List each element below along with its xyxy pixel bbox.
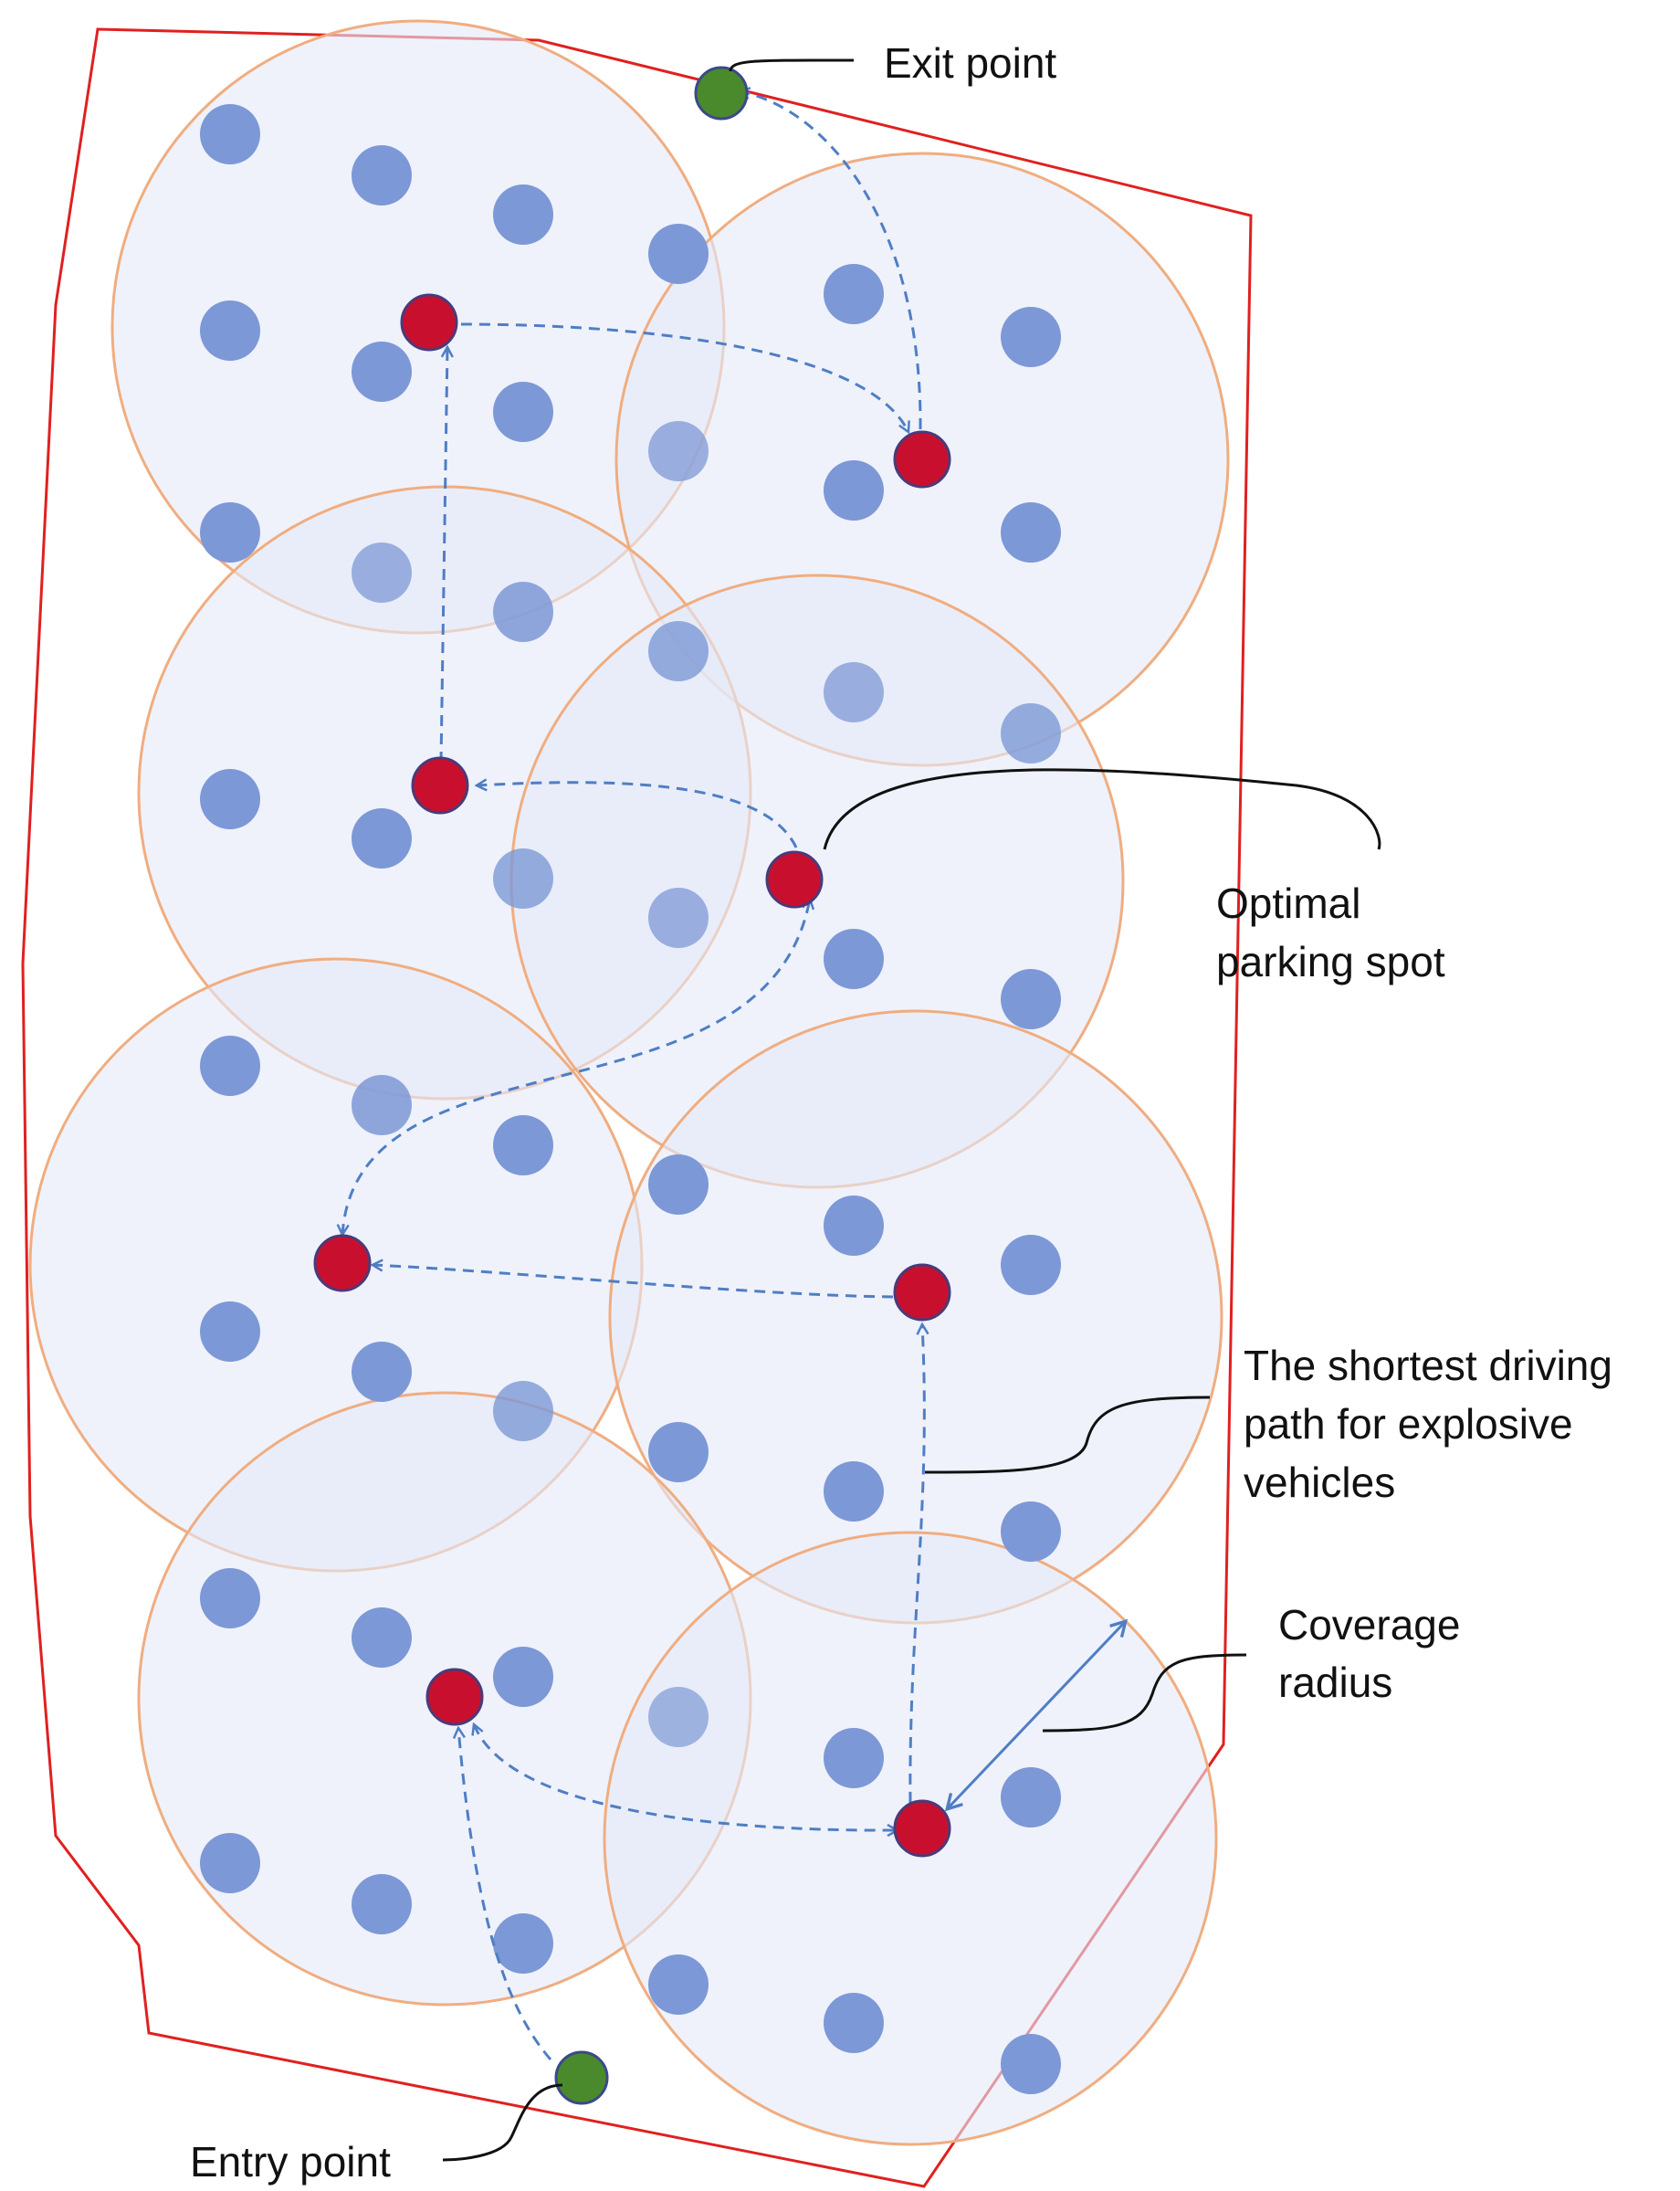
candidate-spot: [648, 1954, 709, 2015]
candidate-spot: [1001, 1501, 1061, 1562]
candidate-spot: [1001, 1767, 1061, 1828]
candidate-spot: [1001, 703, 1061, 764]
optimal-parking-spot: [893, 1799, 951, 1858]
candidate-spot: [493, 382, 553, 442]
path-segment: [740, 91, 922, 430]
candidate-spot: [648, 224, 709, 284]
coverage-leader-line: [1042, 1653, 1247, 1733]
site-boundary: [21, 27, 1253, 2188]
entry-point-label: Entry point: [190, 2138, 391, 2186]
candidate-spot: [648, 621, 709, 681]
path-label-line2: path for explosive: [1244, 1400, 1573, 1448]
coverage-label-line2: radius: [1278, 1659, 1393, 1706]
candidate-spot: [493, 1647, 553, 1707]
candidate-spot: [352, 808, 412, 869]
candidate-spot: [824, 1993, 884, 2053]
optimal-parking-spot: [411, 756, 469, 815]
candidate-spot: [648, 888, 709, 948]
candidate-spot: [824, 1461, 884, 1522]
candidate-spot: [200, 1036, 260, 1096]
candidate-spot: [352, 342, 412, 402]
candidate-spot: [200, 104, 260, 164]
candidate-spot: [648, 1687, 709, 1747]
path-segment: [342, 899, 810, 1235]
candidate-spot: [352, 1874, 412, 1934]
optimal-label-line1: Optimal: [1216, 880, 1361, 927]
leader-lines: [442, 58, 1381, 2162]
optimal-leader-line: [823, 768, 1381, 850]
candidate-spot: [648, 421, 709, 481]
optimal-parking-spot: [313, 1234, 372, 1292]
path-segment: [908, 1324, 924, 1804]
optimal-parking-spot: [765, 850, 824, 909]
candidate-spot: [824, 460, 884, 521]
candidate-spot: [200, 300, 260, 361]
path-leader-line: [924, 1396, 1211, 1474]
entry-point-marker: [554, 2050, 609, 2105]
exit-point-marker: [694, 66, 749, 121]
path-segment: [373, 1265, 894, 1299]
driving-path: [342, 91, 924, 2060]
path-label-line3: vehicles: [1244, 1459, 1396, 1506]
path-label-line1: The shortest driving: [1244, 1342, 1612, 1389]
candidate-spot: [1001, 2034, 1061, 2094]
candidate-spot: [493, 848, 553, 909]
candidate-spot: [493, 582, 553, 642]
candidate-spot: [1001, 502, 1061, 563]
candidate-spot: [352, 145, 412, 205]
candidate-spot: [493, 1115, 553, 1175]
exit-leader-line: [729, 58, 855, 72]
candidate-spot: [648, 1154, 709, 1215]
candidate-spot: [352, 1607, 412, 1668]
candidate-spot: [648, 1422, 709, 1482]
candidate-spot: [352, 1075, 412, 1135]
candidate-spot: [200, 1833, 260, 1893]
path-segment: [460, 322, 908, 432]
path-segment: [474, 1724, 898, 1830]
candidate-spot: [824, 1196, 884, 1256]
candidate-spot: [493, 184, 553, 245]
optimal-label-line2: parking spot: [1216, 938, 1445, 985]
candidate-spot: [824, 264, 884, 324]
candidate-spot: [200, 502, 260, 563]
optimal-parking-spot: [893, 430, 951, 489]
candidate-spot: [824, 1728, 884, 1788]
candidate-spot: [1001, 969, 1061, 1029]
path-segment: [477, 783, 798, 848]
coverage-label-line1: Coverage: [1278, 1601, 1461, 1649]
candidate-spot: [200, 1301, 260, 1362]
candidate-spot: [824, 929, 884, 989]
optimal-parking-spot: [400, 293, 458, 352]
candidate-spot: [824, 662, 884, 722]
candidate-spot: [1001, 1235, 1061, 1295]
entry-leader-line: [442, 2083, 563, 2162]
candidate-spot: [200, 1568, 260, 1628]
candidate-spot: [493, 1381, 553, 1441]
candidate-spot: [1001, 307, 1061, 367]
optimal-parking-spot: [425, 1668, 484, 1726]
path-segment: [439, 347, 447, 764]
optimal-spots: [313, 293, 951, 1858]
candidate-spot: [200, 769, 260, 829]
optimal-parking-spot: [893, 1263, 951, 1322]
exit-point-label: Exit point: [884, 39, 1057, 87]
candidate-spot: [352, 542, 412, 603]
candidate-spot: [493, 1913, 553, 1974]
coverage-radius-arrow: [948, 1622, 1125, 1808]
path-segment: [458, 1728, 552, 2060]
candidate-spot: [352, 1342, 412, 1402]
